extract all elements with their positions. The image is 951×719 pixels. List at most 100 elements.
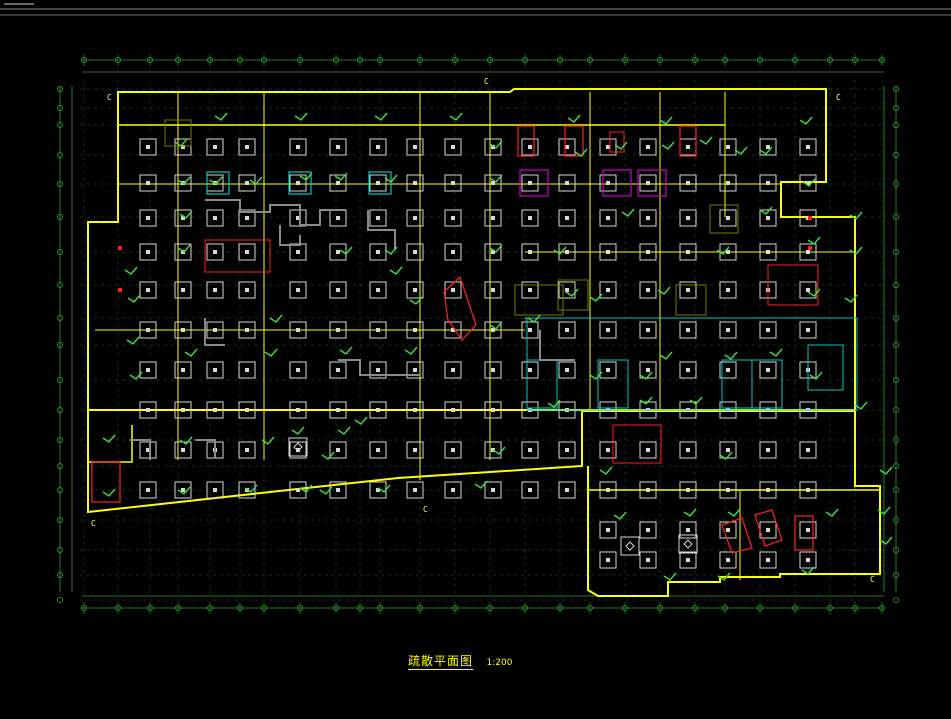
column-outline [759,209,777,227]
column-outline [206,138,224,156]
axis-bubble [57,105,64,112]
column-outline [329,441,347,459]
column-core [213,368,217,372]
column-outline [558,281,576,299]
column-core [491,250,495,254]
column-outline [620,536,640,556]
column-core [376,181,380,185]
column-outline [599,209,617,227]
evacuation-arrow [214,112,228,121]
column-outline [719,361,737,379]
column-core [336,368,340,372]
column-outline [558,481,576,499]
evacuation-arrow [319,486,333,495]
column-outline [444,441,462,459]
column-core [646,558,650,562]
evacuation-arrow [129,371,143,380]
column-core [528,288,532,292]
column-core [726,216,730,220]
axis-bubble [57,486,64,493]
column-outline [174,401,192,419]
evacuation-arrow [177,244,191,253]
column-outline [444,321,462,339]
column-core [565,488,569,492]
column-outline [139,209,157,227]
column-core [296,145,300,149]
column-outline [329,401,347,419]
column-core [625,541,635,551]
column-core [491,216,495,220]
column-core [646,448,650,452]
column-outline [444,174,462,192]
evacuation-arrow [807,288,821,297]
column-outline [599,321,617,339]
column-outline [639,521,657,539]
column-core [413,408,417,412]
column-outline [444,281,462,299]
column-core [565,368,569,372]
column-outline [174,361,192,379]
column-core [296,488,300,492]
column-outline [599,174,617,192]
column-core [181,408,185,412]
column-core [686,250,690,254]
column-outline [679,441,697,459]
column-core [181,488,185,492]
evacuation-arrow [177,176,191,185]
column-core [213,288,217,292]
column-core [646,145,650,149]
column-outline [238,321,256,339]
evacuation-arrow [489,140,503,149]
column-outline [521,174,539,192]
column-outline [799,441,817,459]
column-outline [599,243,617,261]
axis-bubble [57,281,64,288]
column-outline [599,138,617,156]
column-outline [289,401,307,419]
evacuation-arrow [102,434,116,443]
axis-letter-marks: C C C C C C [91,77,875,584]
column-core [245,288,249,292]
column-core [491,181,495,185]
column-core [491,288,495,292]
evacuation-arrow [879,536,893,545]
column-outline [719,138,737,156]
column-core [766,216,770,220]
column-core [213,216,217,220]
column-core [491,408,495,412]
axis-bubble [893,105,900,112]
hydrant-marker [118,246,122,250]
evacuation-arrow [734,146,748,155]
axis-bubble [893,122,900,129]
column-core [528,488,532,492]
column-outline [206,321,224,339]
column-core [296,250,300,254]
column-core [766,181,770,185]
hydrant-marker [808,246,812,250]
column-core [726,448,730,452]
column-core [296,328,300,332]
evacuation-arrow [337,426,351,435]
column-outline [799,481,817,499]
column-core [296,448,300,452]
axis-bubble [893,462,900,469]
evacuation-arrow [299,484,313,493]
column-outline [289,321,307,339]
column-outline [759,321,777,339]
column-outline [639,174,657,192]
evacuation-arrow [449,112,463,121]
evacuation-arrow [683,508,697,517]
column-core [528,250,532,254]
column-outline [679,209,697,227]
column-outline [719,481,737,499]
axis-bubble [893,406,900,413]
column-outline [369,441,387,459]
column-core [686,488,690,492]
evacuation-arrow [374,112,388,121]
column-core [606,448,610,452]
column-core [413,145,417,149]
column-outline [558,361,576,379]
column-outline [406,174,424,192]
column-core [181,448,185,452]
column-core [146,368,150,372]
